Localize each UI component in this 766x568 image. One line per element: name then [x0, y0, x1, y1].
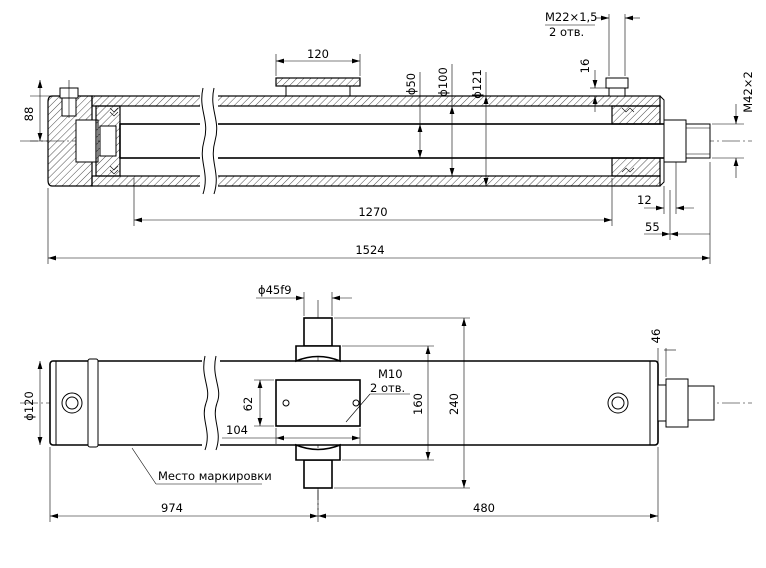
dim-phi120: ϕ120	[22, 391, 36, 421]
port-fitting-left	[59, 80, 79, 118]
gland-bottom	[611, 157, 661, 177]
barrel-wall-bottom	[91, 175, 661, 187]
left-end-cap	[47, 95, 93, 187]
port-right	[607, 392, 629, 414]
trunnion-pin-bottom	[303, 459, 333, 489]
dim-phi121: ϕ121	[470, 69, 484, 99]
mount-block	[275, 379, 361, 427]
dim-phi50: ϕ50	[404, 73, 418, 95]
barrel-wall-top	[91, 95, 661, 107]
thread-port-label: M22×1,5	[545, 10, 597, 24]
dim-46: 46	[649, 329, 663, 344]
dim-120: 120	[307, 47, 329, 61]
section-view: 120 88 ϕ50 ϕ100 ϕ121 16 M22×1,5 2 отв.	[20, 10, 755, 264]
trunnion-boss-bottom	[295, 443, 341, 461]
dim-62: 62	[241, 397, 255, 412]
break-line-right	[214, 355, 220, 451]
plan-view: ϕ45f9 46 M10 2 отв. ϕ120 62 104 160	[20, 283, 752, 522]
dim-1524: 1524	[355, 243, 384, 257]
dim-240: 240	[447, 393, 461, 415]
rod-thread	[687, 385, 715, 421]
mount-hole-left	[282, 399, 290, 407]
port-fitting-right	[605, 77, 629, 97]
dim-480: 480	[473, 501, 495, 515]
dim-88: 88	[22, 107, 36, 122]
port-left	[61, 392, 83, 414]
dim-160: 160	[411, 393, 425, 415]
dim-12: 12	[637, 193, 652, 207]
top-mount-bracket	[275, 77, 361, 96]
dim-phi100: ϕ100	[436, 67, 450, 97]
thread-rod-label: M42×2	[741, 71, 755, 113]
barrel-band	[87, 358, 99, 448]
break-line-left	[201, 87, 207, 195]
dim-104: 104	[226, 423, 248, 437]
dim-55: 55	[645, 220, 660, 234]
dim-974: 974	[161, 501, 183, 515]
rod-end-nut	[663, 119, 687, 163]
break-line-left	[203, 355, 209, 451]
thread-port-qty: 2 отв.	[549, 25, 584, 39]
gland-top	[611, 105, 661, 125]
marking-label: Место маркировки	[158, 469, 272, 483]
mount-hole-right	[352, 399, 360, 407]
left-cap-bore	[75, 119, 99, 163]
thread-mount-qty: 2 отв.	[370, 381, 405, 395]
piston-seals	[109, 107, 119, 175]
rod-thread	[685, 123, 711, 159]
trunnion-boss-top	[295, 345, 341, 363]
thread-mount-label: M10	[378, 367, 403, 381]
break-line-right	[212, 87, 218, 195]
dim-phi45f9: ϕ45f9	[258, 283, 292, 297]
dim-1270: 1270	[358, 205, 387, 219]
trunnion-pin-top	[303, 317, 333, 347]
rod-stub	[657, 384, 667, 422]
dim-16: 16	[578, 59, 592, 74]
piston-nut	[99, 125, 117, 157]
rod-nut	[665, 378, 689, 428]
